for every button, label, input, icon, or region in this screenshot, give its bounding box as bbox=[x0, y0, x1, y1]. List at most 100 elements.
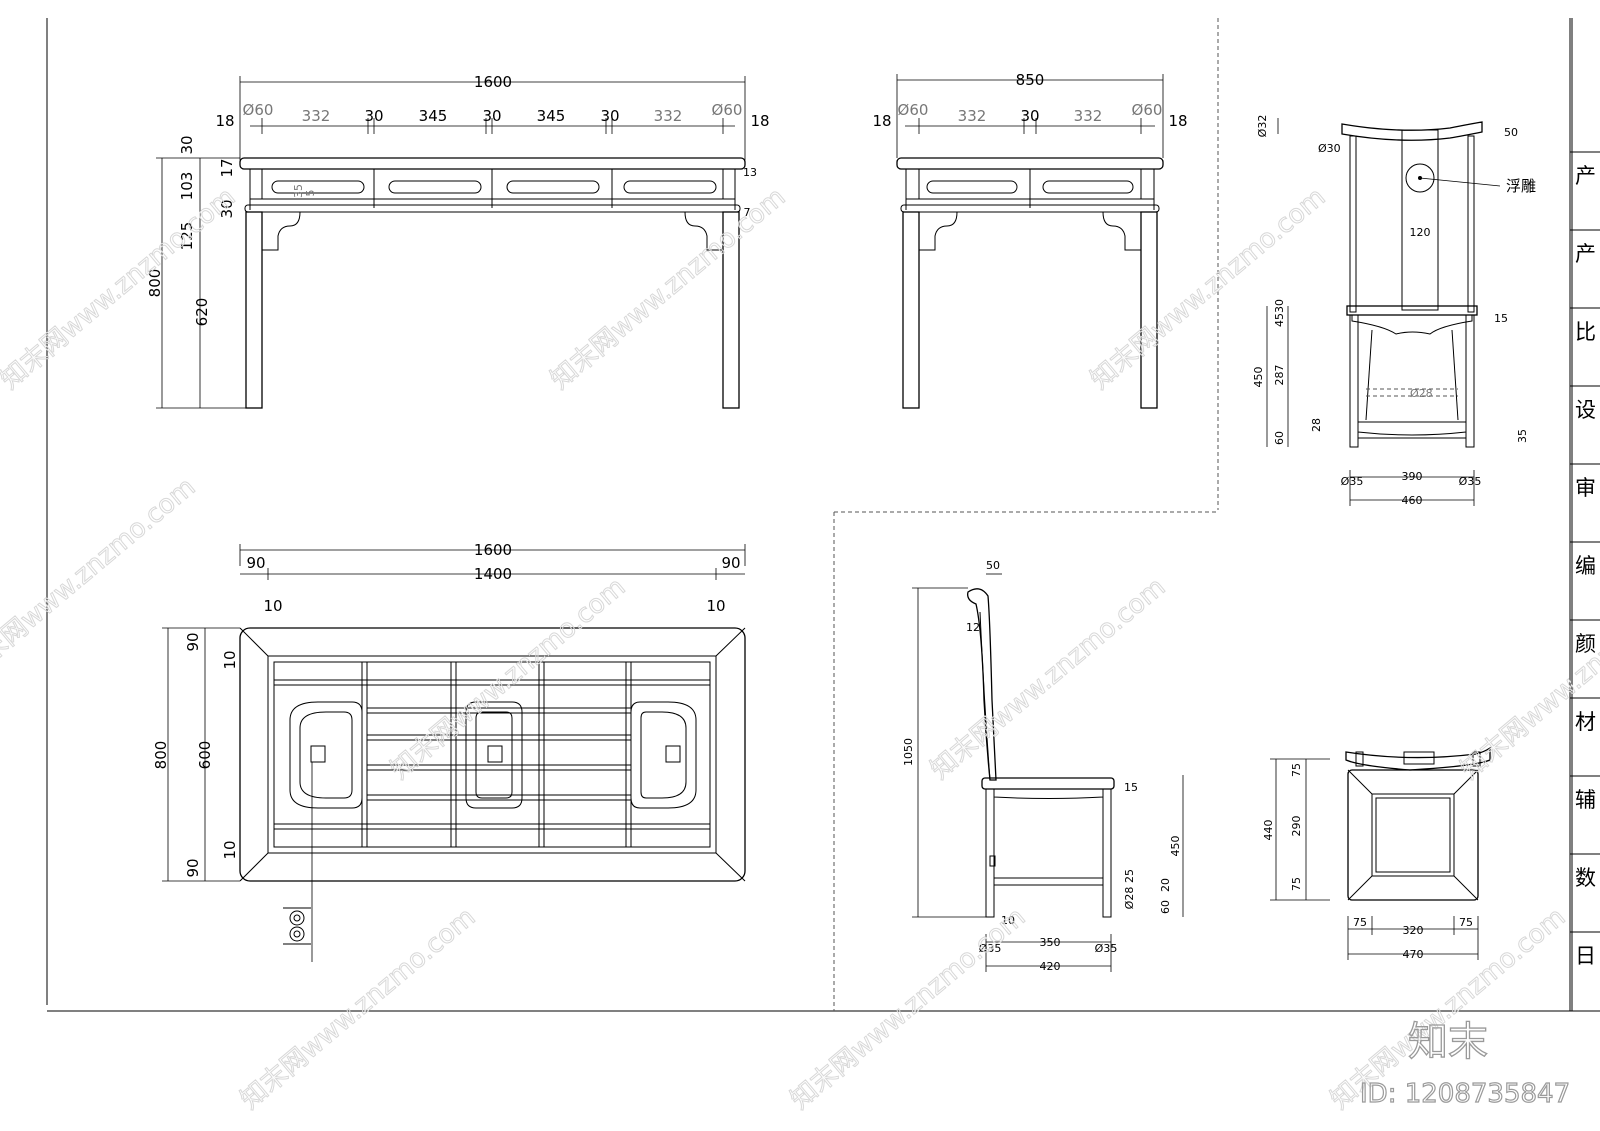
brand-logo: 知末 bbox=[1408, 1019, 1488, 1065]
chair-h-total: 450 bbox=[1252, 367, 1265, 388]
chair-leg-l: Ø35 bbox=[1341, 475, 1364, 488]
front-small-c: 13 bbox=[743, 166, 757, 179]
front-edge-right: 18 bbox=[750, 112, 769, 130]
front-height-apron-total: 125 bbox=[178, 222, 196, 251]
front-small-a: 35 bbox=[292, 184, 305, 198]
table-front-view: 1600 Ø60 332 30 345 30 345 30 332 Ø60 18… bbox=[146, 73, 770, 409]
plan-chair-w-b: 320 bbox=[1403, 924, 1424, 937]
side-chair-s-c: 20 bbox=[1159, 878, 1172, 892]
title-cell-6: 颜 bbox=[1575, 632, 1596, 656]
chair-h-c: 287 bbox=[1273, 365, 1286, 386]
title-cell-5: 编 bbox=[1575, 554, 1596, 578]
plan-chair-d-total: 440 bbox=[1262, 820, 1275, 841]
plan-chair-w-total: 470 bbox=[1403, 948, 1424, 961]
front-small-d: 7 bbox=[744, 206, 751, 219]
plan-margin-left: 90 bbox=[246, 554, 265, 572]
watermark-3: 知末网www.znzmo.com bbox=[0, 472, 201, 685]
chair-h-b: 30 bbox=[1273, 299, 1286, 313]
title-cell-9: 数 bbox=[1575, 866, 1596, 890]
title-cell-4: 审 bbox=[1575, 476, 1596, 500]
side-chair-seat-h: 450 bbox=[1169, 836, 1182, 857]
watermark-6: 知末网www.znzmo.com bbox=[1455, 572, 1600, 785]
front-height-top: 30 bbox=[178, 135, 196, 154]
front-seg-4: 30 bbox=[482, 107, 501, 125]
front-seg-7: 332 bbox=[654, 107, 683, 125]
side-edge-right: 18 bbox=[1168, 112, 1187, 130]
front-seg-1: 332 bbox=[302, 107, 331, 125]
front-seg-8: Ø60 bbox=[712, 101, 743, 119]
plan-chair-d-c: 75 bbox=[1290, 877, 1303, 891]
chair-w-inner: 390 bbox=[1402, 470, 1423, 483]
chair-splat-width: 120 bbox=[1410, 226, 1431, 239]
plan-inner-dim: 1400 bbox=[474, 565, 512, 583]
title-cell-8: 辅 bbox=[1575, 788, 1596, 812]
watermark-0: 知末网www.znzmo.com bbox=[0, 182, 241, 395]
chair-h-a: 45 bbox=[1273, 313, 1286, 327]
plan-frame-bottom: 10 bbox=[221, 840, 239, 859]
asset-id: ID: 1208735847 bbox=[1360, 1079, 1570, 1109]
watermark-4: 知末网www.znzmo.com bbox=[385, 572, 631, 785]
carving-detail-icon bbox=[283, 907, 311, 945]
side-seg-2: 30 bbox=[1020, 107, 1039, 125]
chair-post-d: Ø30 bbox=[1318, 142, 1341, 155]
side-chair-leg-l: Ø35 bbox=[979, 942, 1002, 955]
front-height-leg: 620 bbox=[193, 298, 211, 327]
side-seg-1: 332 bbox=[958, 107, 987, 125]
side-chair-w-total: 420 bbox=[1040, 960, 1061, 973]
sheet-border bbox=[46, 18, 1600, 1012]
plan-frame-top: 10 bbox=[221, 650, 239, 669]
plan-frame-right: 10 bbox=[706, 597, 725, 615]
title-block: 产 产 比 设 审 编 颜 材 辅 数 日 bbox=[1570, 151, 1600, 968]
side-edge-left: 18 bbox=[872, 112, 891, 130]
plan-margin-bottom: 90 bbox=[184, 858, 202, 877]
title-cell-10: 日 bbox=[1575, 944, 1596, 968]
watermark-8: 知末网www.znzmo.com bbox=[785, 902, 1031, 1115]
front-edge-left: 18 bbox=[215, 112, 234, 130]
table-side-view: 850 Ø60 332 30 332 Ø60 18 18 bbox=[872, 71, 1188, 409]
side-chair-s-d: 60 bbox=[1159, 900, 1172, 914]
front-seg-3: 345 bbox=[419, 107, 448, 125]
chair-plan-view: 440 75 290 75 75 320 75 470 bbox=[1262, 746, 1491, 961]
front-seg-5: 345 bbox=[537, 107, 566, 125]
side-seg-0: Ø60 bbox=[898, 101, 929, 119]
chair-ear: 50 bbox=[1504, 126, 1518, 139]
side-chair-h-total: 1050 bbox=[902, 738, 915, 766]
front-small-b: 5 bbox=[304, 190, 317, 197]
side-chair-s-b: Ø28 bbox=[1123, 887, 1136, 910]
front-seg-2: 30 bbox=[364, 107, 383, 125]
side-seg-3: 332 bbox=[1074, 107, 1103, 125]
chair-h-d: 28 bbox=[1310, 418, 1323, 432]
chair-front-view: 浮雕 120 Ø32 Ø30 50 450 45 30 287 28 60 15… bbox=[1252, 115, 1536, 507]
title-cell-2: 比 bbox=[1575, 320, 1596, 344]
chair-w-total: 460 bbox=[1402, 494, 1423, 507]
side-chair-s-a: 25 bbox=[1123, 869, 1136, 883]
side-chair-back: 12 bbox=[966, 621, 980, 634]
title-cell-3: 设 bbox=[1575, 398, 1596, 422]
carving-label: 浮雕 bbox=[1506, 177, 1536, 195]
front-height-apron: 103 bbox=[178, 172, 196, 201]
plan-margin-right: 90 bbox=[721, 554, 740, 572]
plan-overall-dim: 1600 bbox=[474, 541, 512, 559]
title-cell-1: 产 bbox=[1575, 242, 1596, 266]
chair-side-view: 1050 50 12 15 450 25 Ø28 20 60 10 Ø35 Ø3… bbox=[902, 559, 1184, 973]
chair-foot: 35 bbox=[1516, 429, 1529, 443]
front-overall-dim: 1600 bbox=[474, 73, 512, 91]
plan-margin-top: 90 bbox=[184, 632, 202, 651]
chair-h-e: 60 bbox=[1273, 431, 1286, 445]
title-cell-7: 材 bbox=[1575, 710, 1596, 734]
side-chair-foot: 10 bbox=[1001, 914, 1015, 927]
watermark-2: 知末网www.znzmo.com bbox=[1085, 182, 1331, 395]
side-chair-seat-t: 15 bbox=[1124, 781, 1138, 794]
front-height-a: 17 bbox=[218, 158, 236, 177]
plan-frame-left: 10 bbox=[263, 597, 282, 615]
plan-chair-d-b: 290 bbox=[1290, 816, 1303, 837]
plan-height-inner: 600 bbox=[196, 741, 214, 770]
chair-h-f: 15 bbox=[1494, 312, 1508, 325]
front-seg-6: 30 bbox=[600, 107, 619, 125]
side-chair-w-inner: 350 bbox=[1040, 936, 1061, 949]
plan-chair-w-c: 75 bbox=[1459, 916, 1473, 929]
side-seg-4: Ø60 bbox=[1132, 101, 1163, 119]
side-overall-dim: 850 bbox=[1016, 71, 1045, 89]
front-height-b: 30 bbox=[218, 199, 236, 218]
